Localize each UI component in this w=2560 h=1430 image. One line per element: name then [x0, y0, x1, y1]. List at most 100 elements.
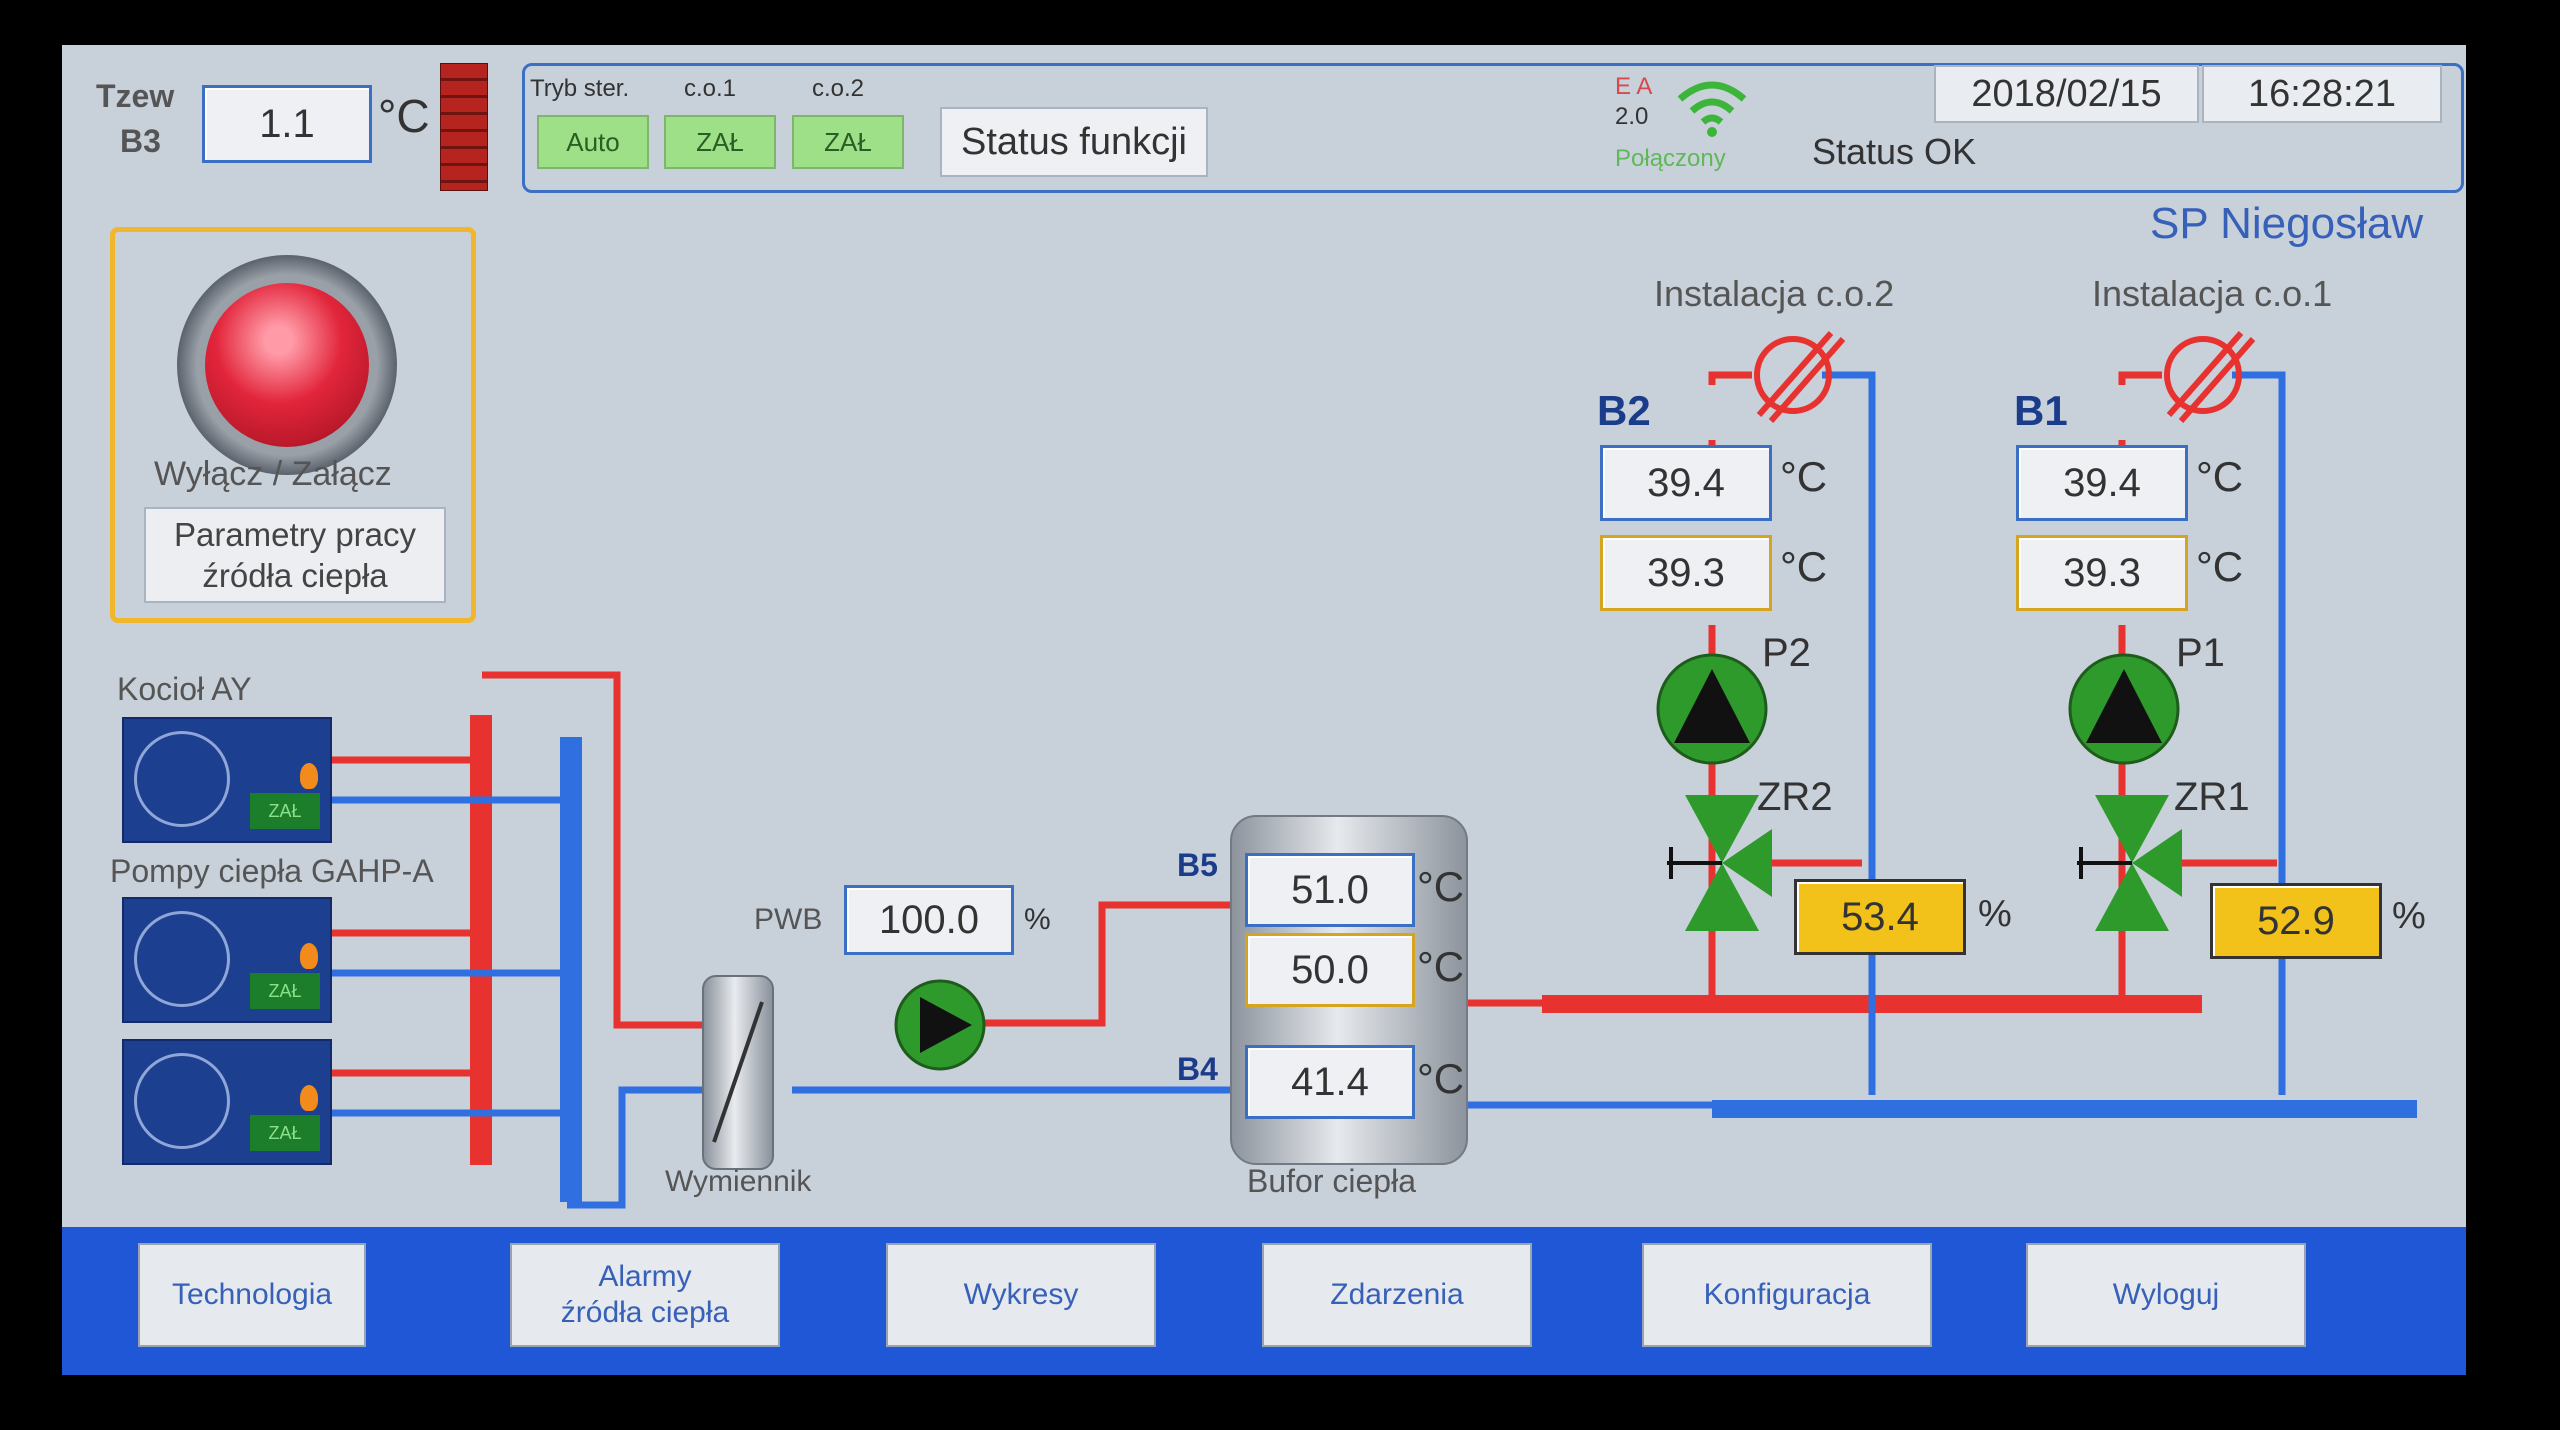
co2-actual-temp: 39.4	[1600, 445, 1772, 521]
nav-charts-button[interactable]: Wykresy	[886, 1243, 1156, 1347]
flame-icon	[300, 1085, 318, 1111]
heatpump-unit-1[interactable]: ZAŁ	[122, 897, 332, 1023]
nav-alarms-button[interactable]: Alarmy źródła ciepła	[510, 1243, 780, 1347]
b2-label: B2	[1597, 387, 1651, 434]
co2-state-button[interactable]: ZAŁ	[792, 115, 904, 169]
exchanger-diagonal-icon	[712, 1001, 764, 1143]
outdoor-label: Tzew	[96, 78, 175, 114]
flame-icon	[300, 763, 318, 789]
outdoor-temp-value: 1.1	[202, 85, 372, 163]
pwb-pump-icon[interactable]	[890, 979, 990, 1071]
valve-zr2-icon[interactable]	[1667, 795, 1777, 935]
pump-p1-label: P1	[2176, 631, 2225, 675]
onoff-button[interactable]	[177, 255, 397, 475]
buffer-top-temp: 51.0	[1245, 853, 1415, 927]
hmi-screen: Tzew B3 1.1 °C Tryb ster. c.o.1 c.o.2 Au…	[62, 45, 2466, 1375]
valve-zr1-label: ZR1	[2174, 775, 2250, 819]
co1-state-button[interactable]: ZAŁ	[664, 115, 776, 169]
buffer-bottom-unit: °C	[1417, 1055, 1465, 1102]
onoff-label: Wyłącz / Załącz	[154, 455, 392, 493]
status-functions-button[interactable]: Status funkcji	[940, 107, 1208, 177]
co1-setpoint-temp[interactable]: 39.3	[2016, 535, 2188, 611]
buffer-top-unit: °C	[1417, 863, 1465, 910]
co1-actual-temp: 39.4	[2016, 445, 2188, 521]
mode-auto-button[interactable]: Auto	[537, 115, 649, 169]
co2-actual-unit: °C	[1780, 453, 1828, 500]
wall-icon	[440, 63, 488, 191]
co2-setpoint-unit: °C	[1780, 543, 1828, 590]
valve-zr2-label: ZR2	[1757, 775, 1833, 819]
supply-pipe	[942, 901, 1232, 1027]
buffer-bottom-temp: 41.4	[1245, 1045, 1415, 1119]
boiler-unit[interactable]: ZAŁ	[122, 717, 332, 843]
nav-alarms-line1: Alarmy	[598, 1260, 692, 1293]
outdoor-sensor-label: B3	[120, 123, 161, 159]
return-pipe	[567, 1086, 722, 1209]
nav-technology-button[interactable]: Technologia	[138, 1243, 366, 1347]
nav-alarms-line2: źródła ciepła	[560, 1296, 730, 1329]
site-name: SP Niegosław	[2150, 199, 2424, 248]
source-control-panel	[110, 227, 476, 623]
boiler-label: Kocioł AY	[117, 671, 252, 707]
supply-pipe	[2118, 371, 2162, 385]
valve-zr1-position: 52.9	[2210, 883, 2382, 959]
gauge-icon	[134, 731, 230, 827]
valve-zr2-unit: %	[1978, 893, 2012, 935]
radiator-co2-icon[interactable]	[1747, 325, 1847, 425]
pwb-label: PWB	[754, 903, 823, 936]
valve-zr2-position: 53.4	[1794, 879, 1966, 955]
wifi-icon	[1677, 81, 1747, 137]
ea-indicator: E A	[1615, 73, 1653, 100]
gauge-icon	[134, 1053, 230, 1149]
pump-p2-label: P2	[1762, 631, 1811, 675]
co2-setpoint-temp[interactable]: 39.3	[1600, 535, 1772, 611]
valve-zr1-unit: %	[2392, 895, 2426, 937]
exchanger-label: Wymiennik	[665, 1165, 812, 1198]
b4-label: B4	[1177, 1051, 1218, 1087]
nav-events-button[interactable]: Zdarzenia	[1262, 1243, 1532, 1347]
return-pipe	[1822, 371, 1876, 1095]
mode-label: Tryb ster.	[530, 75, 630, 102]
heatpumps-label: Pompy ciepła GAHP-A	[110, 853, 434, 889]
radiator-co1-icon[interactable]	[2157, 325, 2257, 425]
date-display: 2018/02/15	[1934, 65, 2199, 123]
header-panel	[522, 63, 2464, 193]
unit-status: ZAŁ	[250, 1115, 320, 1151]
supply-header	[470, 715, 492, 1165]
connection-status: Połączony	[1615, 145, 1726, 172]
flame-icon	[300, 943, 318, 969]
circuit-co1-title: Instalacja c.o.1	[2092, 273, 2333, 314]
valve-zr1-icon[interactable]	[2077, 795, 2187, 935]
co2-label: c.o.2	[812, 75, 865, 102]
unit-status: ZAŁ	[250, 973, 320, 1009]
heatpump-unit-2[interactable]: ZAŁ	[122, 1039, 332, 1165]
nav-config-button[interactable]: Konfiguracja	[1642, 1243, 1932, 1347]
circuit-co2-title: Instalacja c.o.2	[1654, 273, 1895, 314]
red-light-icon	[205, 283, 369, 447]
co1-setpoint-unit: °C	[2196, 543, 2244, 590]
return-main	[1712, 1100, 2417, 1118]
status-ok-text: Status OK	[1812, 131, 1977, 172]
work-parameters-line1: Parametry pracy	[173, 515, 417, 553]
co1-actual-unit: °C	[2196, 453, 2244, 500]
nav-logout-button[interactable]: Wyloguj	[2026, 1243, 2306, 1347]
pump-p1-icon[interactable]	[2064, 653, 2184, 765]
buffer-label: Bufor ciepła	[1247, 1163, 1416, 1199]
heat-exchanger[interactable]	[702, 975, 774, 1170]
outdoor-temp-unit: °C	[378, 90, 430, 142]
buffer-mid-temp: 50.0	[1245, 933, 1415, 1007]
work-parameters-line2: źródła ciepła	[202, 557, 388, 594]
work-parameters-button[interactable]: Parametry pracy źródła ciepła	[144, 507, 446, 603]
co1-label: c.o.1	[684, 75, 737, 102]
unit-status: ZAŁ	[250, 793, 320, 829]
b5-label: B5	[1177, 847, 1218, 883]
pump-p2-icon[interactable]	[1652, 653, 1772, 765]
pwb-unit: %	[1024, 903, 1051, 936]
buffer-mid-unit: °C	[1417, 943, 1465, 990]
return-header	[560, 737, 582, 1202]
supply-pipe	[1708, 371, 1752, 385]
time-display: 16:28:21	[2202, 65, 2442, 123]
pwb-value: 100.0	[844, 885, 1014, 955]
return-pipe	[2232, 371, 2286, 1095]
version-label: 2.0	[1615, 103, 1649, 130]
